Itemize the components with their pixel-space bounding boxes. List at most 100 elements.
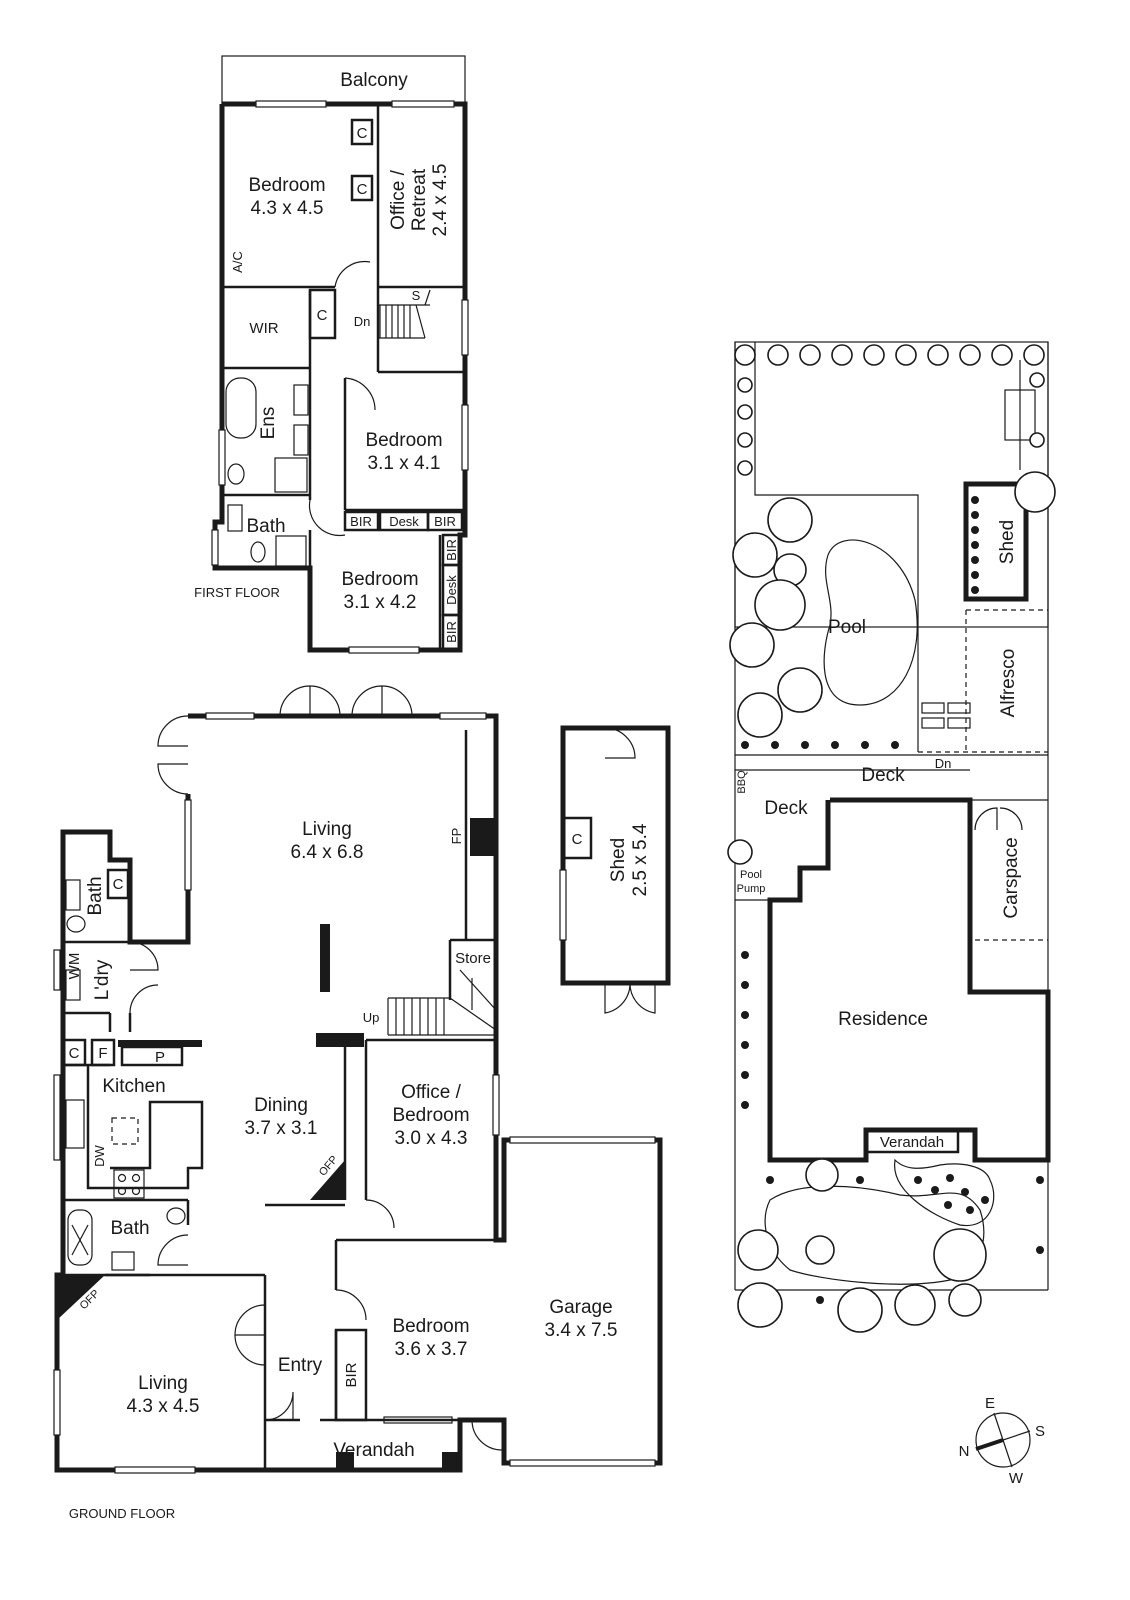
entry-label: Entry — [278, 1355, 323, 1376]
bir-label-2: BIR — [434, 514, 456, 529]
bir-label-3: BIR — [444, 539, 459, 561]
svg-text:Office /: Office / — [388, 169, 409, 230]
ground-floor-caption: GROUND FLOOR — [69, 1506, 175, 1521]
living-main-name: Living — [302, 819, 352, 840]
verandah-label: Verandah — [333, 1440, 414, 1461]
ensuite-label: Ens — [258, 407, 279, 440]
deck-upper-label: Deck — [861, 765, 905, 786]
living-french-door-1[interactable] — [279, 685, 311, 717]
bedroom-1-size: 4.3 x 4.5 — [251, 198, 324, 219]
first-floor-outer-wall — [212, 101, 468, 653]
compass-circle — [975, 1412, 1031, 1468]
ac-label: A/C — [230, 251, 245, 273]
cupboard-label-1: C — [357, 125, 368, 142]
dining-size: 3.7 x 3.1 — [245, 1118, 318, 1139]
small-bath-cupboard-label: C — [113, 876, 124, 893]
garage-size: 3.4 x 7.5 — [545, 1320, 618, 1341]
desk-label-1: Desk — [389, 514, 419, 529]
kitchen-label: Kitchen — [102, 1076, 165, 1097]
small-bath-label: Bath — [85, 876, 106, 915]
living-pillar — [320, 924, 330, 992]
balcony-label: Balcony — [340, 70, 408, 91]
laundry-label: L'dry — [92, 959, 113, 1000]
garage-name: Garage — [549, 1297, 612, 1318]
ground-floor-plan: Living 6.4 x 6.8 FP Store Up Bath C WM L… — [53, 685, 663, 1521]
carspace-label: Carspace — [1001, 837, 1022, 918]
dining-name: Dining — [254, 1095, 308, 1116]
compass-s: S — [1035, 1423, 1045, 1440]
stairs-up[interactable] — [387, 969, 497, 1036]
store-label: Store — [455, 950, 491, 967]
cooktop — [113, 1169, 145, 1199]
compass-n: N — [959, 1443, 970, 1460]
site-shed-label: Shed — [997, 520, 1018, 564]
office-retreat-label: Office / Retreat 2.4 x 4.5 — [388, 164, 451, 237]
wm-label: WM — [66, 953, 83, 980]
ensuite-toilet — [227, 463, 245, 485]
open-fireplace-living — [57, 1275, 105, 1320]
svg-text:Shed: Shed — [608, 838, 629, 882]
dishwasher-label: DW — [92, 1144, 107, 1166]
living-front-size: 4.3 x 4.5 — [127, 1396, 200, 1417]
site-dn-label: Dn — [935, 756, 952, 771]
ground-bathtub — [67, 1209, 93, 1266]
garden-trees — [727, 471, 1056, 1333]
cupboard-label-3: C — [317, 307, 328, 324]
ground-bath-label: Bath — [110, 1218, 149, 1239]
compass: E N S W — [959, 1395, 1045, 1487]
office-bedroom-name-1: Office / — [401, 1082, 462, 1103]
pantry-label: P — [155, 1049, 165, 1066]
pool-pump-label-1: Pool — [740, 869, 762, 881]
pool-label: Pool — [828, 617, 866, 638]
pool-pump-label-2: Pump — [737, 883, 766, 895]
first-floor-bath-label: Bath — [246, 516, 285, 537]
ensuite-bathtub — [225, 377, 257, 439]
bedroom-3-name: Bedroom — [341, 569, 418, 590]
wir-label: WIR — [249, 320, 278, 337]
kitchen-sink — [65, 1099, 85, 1149]
bir-label-4: BIR — [444, 621, 459, 643]
svg-text:2.5 x 5.4: 2.5 x 5.4 — [630, 823, 651, 896]
stairs-down[interactable] — [378, 289, 431, 339]
bedroom-name: Bedroom — [392, 1316, 469, 1337]
bedroom-size: 3.6 x 3.7 — [395, 1339, 468, 1360]
desk-label-2: Desk — [444, 575, 459, 605]
site-verandah-label: Verandah — [880, 1134, 944, 1151]
shed-plan: C Shed 2.5 x 5.4 — [559, 725, 671, 1014]
first-floor-plan: Balcony Bedroom 4.3 x 4.5 Office / Retre… — [194, 55, 469, 654]
shed-cupboard-label: C — [572, 831, 583, 848]
fridge-label: F — [98, 1045, 107, 1062]
bbq-label: BBQ — [736, 770, 748, 794]
kitchen-cupboard-label: C — [69, 1045, 80, 1062]
pool-outline — [823, 539, 918, 706]
bir-label-1: BIR — [350, 514, 372, 529]
fp-label: FP — [449, 828, 464, 845]
svg-text:Retreat: Retreat — [409, 168, 430, 231]
bath-shower — [275, 535, 307, 567]
bedroom-2-size: 3.1 x 4.1 — [368, 453, 441, 474]
bedroom-2-name: Bedroom — [365, 430, 442, 451]
site-plan: Pool Shed Alfresco Dn BBQ Deck Deck Pool… — [727, 341, 1056, 1333]
first-floor-caption: FIRST FLOOR — [194, 585, 280, 600]
bath-toilet — [250, 541, 266, 563]
shed-label: Shed 2.5 x 5.4 — [608, 823, 651, 896]
bedroom-1-name: Bedroom — [248, 175, 325, 196]
living-french-door-2[interactable] — [351, 685, 383, 717]
living-side-door-1[interactable] — [157, 715, 189, 747]
ground-bir-label: BIR — [343, 1362, 360, 1387]
living-main-size: 6.4 x 6.8 — [291, 842, 364, 863]
office-bedroom-name-2: Bedroom — [392, 1105, 469, 1126]
garden-shrubs — [734, 344, 1045, 1304]
bedroom-3-size: 3.1 x 4.2 — [344, 592, 417, 613]
stairs-dn-label: Dn — [354, 314, 371, 329]
compass-needle — [975, 1438, 1004, 1451]
site-shed-outline — [963, 481, 1029, 602]
alfresco-label: Alfresco — [998, 649, 1019, 718]
compass-e: E — [985, 1395, 995, 1412]
fireplace — [470, 818, 494, 856]
residence-label: Residence — [838, 1009, 928, 1030]
compass-w: W — [1009, 1470, 1024, 1487]
office-bedroom-size: 3.0 x 4.3 — [395, 1128, 468, 1149]
cupboard-label-2: C — [357, 181, 368, 198]
